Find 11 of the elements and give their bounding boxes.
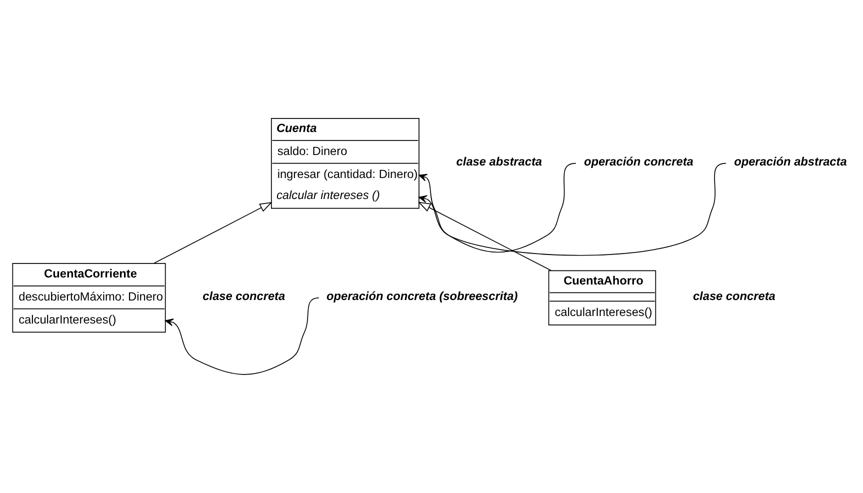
arrow — [418, 162, 576, 253]
node-label: clase abstracta — [456, 154, 542, 169]
arrow — [164, 297, 320, 375]
node-label: clase concreta — [202, 289, 286, 304]
arrow — [418, 162, 726, 256]
node-text: operación concreta — [584, 154, 694, 169]
arrow — [154, 202, 272, 264]
node-text: operación concreta (sobreescrita) — [326, 289, 518, 304]
node-text: operación abstracta — [734, 154, 847, 169]
arrow — [418, 202, 552, 271]
node-label: clase concreta — [692, 289, 776, 304]
